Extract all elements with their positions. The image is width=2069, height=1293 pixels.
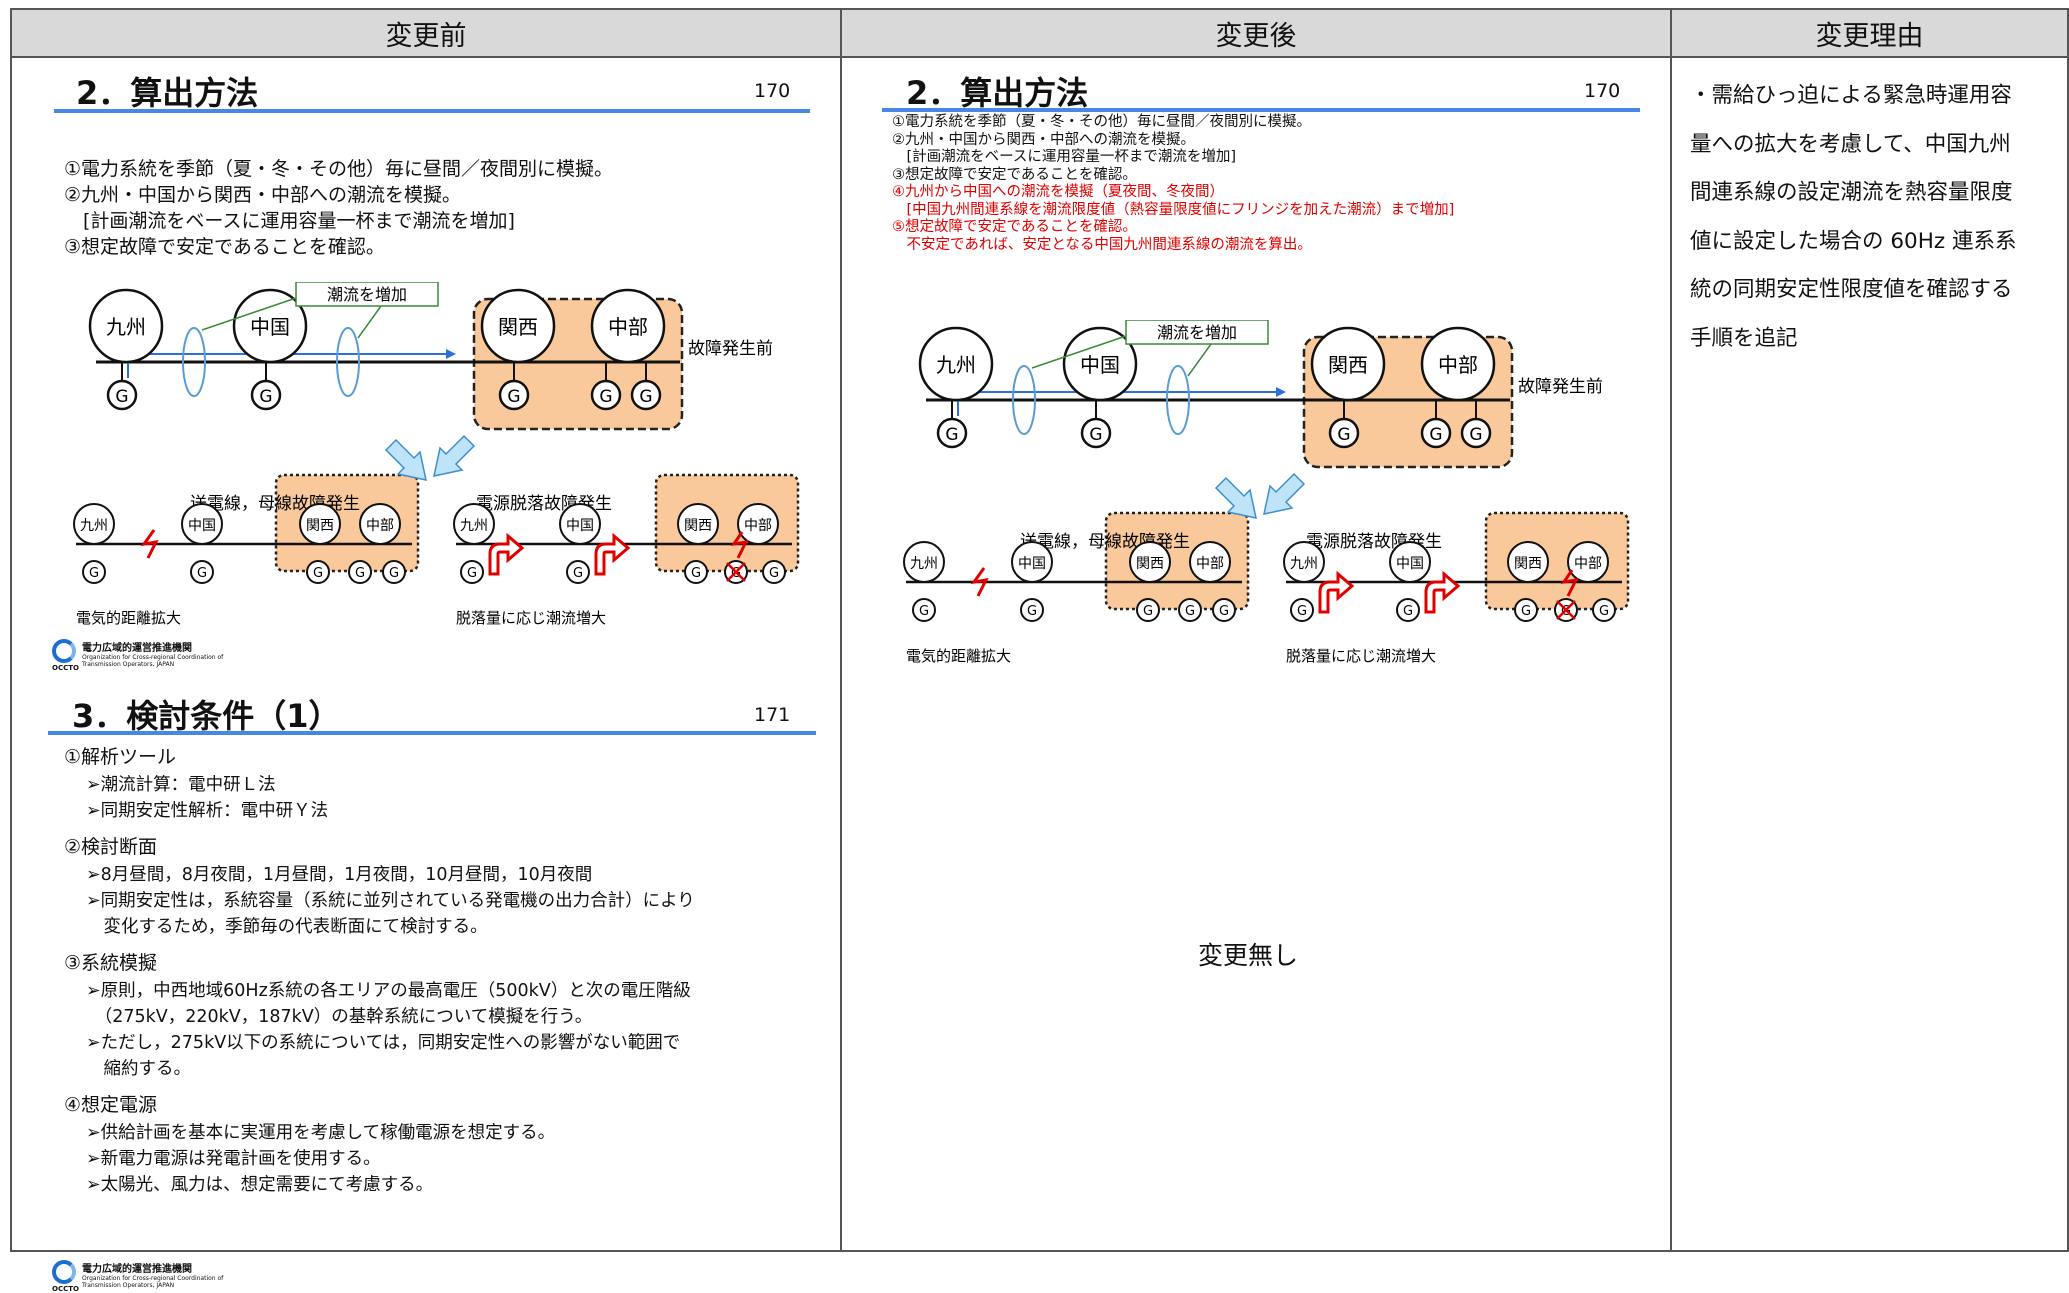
svg-text:中国: 中国: [566, 518, 594, 534]
svg-text:G: G: [1143, 604, 1153, 619]
reason-cell: ・需給ひっ迫による緊急時運用容量への拡大を考慮して、中国九州間連系線の設定潮流を…: [1670, 56, 2069, 1252]
node-chugoku: 中国: [1080, 353, 1120, 377]
section-heading: ①解析ツール: [64, 746, 177, 768]
svg-text:G: G: [1027, 604, 1037, 619]
comparison-table: 変更前 変更後 変更理由 2．算出方法 170 ①電力系統を季節（夏・冬・その他…: [10, 8, 2069, 1293]
svg-text:G: G: [769, 566, 779, 581]
svg-text:G: G: [945, 425, 958, 445]
section-heading: ④想定電源: [64, 1094, 158, 1116]
svg-text:G: G: [573, 566, 583, 581]
svg-text:電気的距離拡大: 電気的距離拡大: [906, 647, 1011, 665]
node-chubu: 中部: [1438, 353, 1478, 377]
svg-text:G: G: [1403, 604, 1413, 619]
before-fault-label: 故障発生前: [688, 339, 773, 359]
svg-text:中部: 中部: [366, 518, 394, 534]
svg-text:G: G: [691, 566, 701, 581]
svg-text:G: G: [1297, 604, 1307, 619]
svg-text:G: G: [1089, 425, 1102, 445]
distance-expand-label: 電気的距離拡大: [76, 609, 181, 627]
node-kansai: 関西: [1328, 353, 1368, 377]
header-reason: 変更理由: [1670, 8, 2069, 58]
svg-text:G: G: [919, 604, 929, 619]
svg-text:関西: 関西: [1136, 556, 1164, 572]
page-number-170-after: 170: [1584, 80, 1621, 102]
node-kyushu: 九州: [106, 315, 146, 339]
svg-text:中国: 中国: [188, 518, 216, 534]
occto-logo-icon: [52, 1260, 76, 1284]
system-diagram-before: 九州 中国 関西 中部 G G G G G 潮流を増加: [73, 282, 800, 627]
node-chugoku: 中国: [250, 315, 290, 339]
svg-text:G: G: [1469, 425, 1482, 445]
title-underline: [54, 109, 810, 113]
svg-text:関西: 関西: [306, 518, 334, 534]
slide-title-171: 3．検討条件（1）: [72, 697, 341, 735]
gen-symbol: G: [599, 387, 612, 407]
svg-text:G: G: [313, 566, 323, 581]
node-kyushu: 九州: [936, 353, 976, 377]
before-cell: 2．算出方法 170 ①電力系統を季節（夏・冬・その他）毎に昼間／夜間別に模擬。…: [10, 56, 842, 1293]
gen-symbol: G: [115, 387, 128, 407]
conditions-list: ①解析ツール ➢潮流計算：電中研Ｌ法 ➢同期安定性解析：電中研Ｙ法 ②検討断面 …: [64, 742, 695, 1198]
method-text-before: ①電力系統を季節（夏・冬・その他）毎に昼間／夜間別に模擬。②九州・中国から関西・…: [64, 158, 614, 258]
page-number-170-before: 170: [754, 80, 791, 102]
svg-text:九州: 九州: [80, 518, 108, 534]
svg-text:中国: 中国: [1396, 556, 1424, 572]
occto-logo-icon: [52, 639, 76, 663]
svg-text:九州: 九州: [460, 518, 488, 534]
svg-text:G: G: [467, 566, 477, 581]
svg-text:故障発生前: 故障発生前: [1518, 377, 1603, 397]
svg-text:G: G: [1219, 604, 1229, 619]
node-kansai: 関西: [498, 315, 538, 339]
no-change-label: 変更無し: [1198, 941, 1299, 970]
svg-text:中部: 中部: [1196, 556, 1224, 572]
svg-text:G: G: [1429, 425, 1442, 445]
svg-text:G: G: [197, 566, 207, 581]
after-cell: 2．算出方法 170 ①電力系統を季節（夏・冬・その他）毎に昼間／夜間別に模擬。…: [840, 56, 1672, 1252]
node-chubu: 中部: [608, 315, 648, 339]
section-heading: ③系統模擬: [64, 952, 158, 974]
svg-text:G: G: [1337, 425, 1350, 445]
gen-symbol: G: [507, 387, 520, 407]
header-before: 変更前: [10, 8, 842, 58]
title-underline: [48, 731, 816, 735]
svg-text:G: G: [355, 566, 365, 581]
slide-title-170-before: 2．算出方法: [76, 74, 259, 112]
svg-text:G: G: [1185, 604, 1195, 619]
header-after: 変更後: [840, 8, 1672, 58]
svg-text:G: G: [1521, 604, 1531, 619]
flow-by-drop-label: 脱落量に応じ潮流増大: [456, 609, 606, 627]
gen-symbol: G: [259, 387, 272, 407]
svg-text:G: G: [389, 566, 399, 581]
section-heading: ②検討断面: [64, 836, 158, 858]
system-diagram-after: 九州 中国 関西 中部 G G G G G 潮流を増加: [903, 320, 1630, 665]
title-underline: [882, 108, 1640, 112]
svg-text:G: G: [1599, 604, 1609, 619]
svg-text:関西: 関西: [1514, 556, 1542, 572]
flow-increase-label: 潮流を増加: [327, 285, 407, 304]
svg-text:G: G: [89, 566, 99, 581]
page-number-171: 171: [754, 704, 791, 726]
svg-text:九州: 九州: [1290, 556, 1318, 572]
svg-text:中部: 中部: [1574, 556, 1602, 572]
svg-text:九州: 九州: [910, 556, 938, 572]
svg-text:関西: 関西: [684, 518, 712, 534]
svg-text:中国: 中国: [1018, 556, 1046, 572]
slide-title-170-after: 2．算出方法: [906, 74, 1089, 112]
svg-text:潮流を増加: 潮流を増加: [1157, 323, 1237, 342]
reason-text: ・需給ひっ迫による緊急時運用容量への拡大を考慮して、中国九州間連系線の設定潮流を…: [1690, 83, 2017, 351]
gen-symbol: G: [639, 387, 652, 407]
comparison-page: 変更前 変更後 変更理由 2．算出方法 170 ①電力系統を季節（夏・冬・その他…: [10, 8, 2069, 1293]
svg-text:脱落量に応じ潮流増大: 脱落量に応じ潮流増大: [1286, 647, 1436, 665]
method-text-after: ①電力系統を季節（夏・冬・その他）毎に昼間／夜間別に模擬。②九州・中国から関西・…: [892, 114, 1455, 253]
svg-text:中部: 中部: [744, 518, 772, 534]
